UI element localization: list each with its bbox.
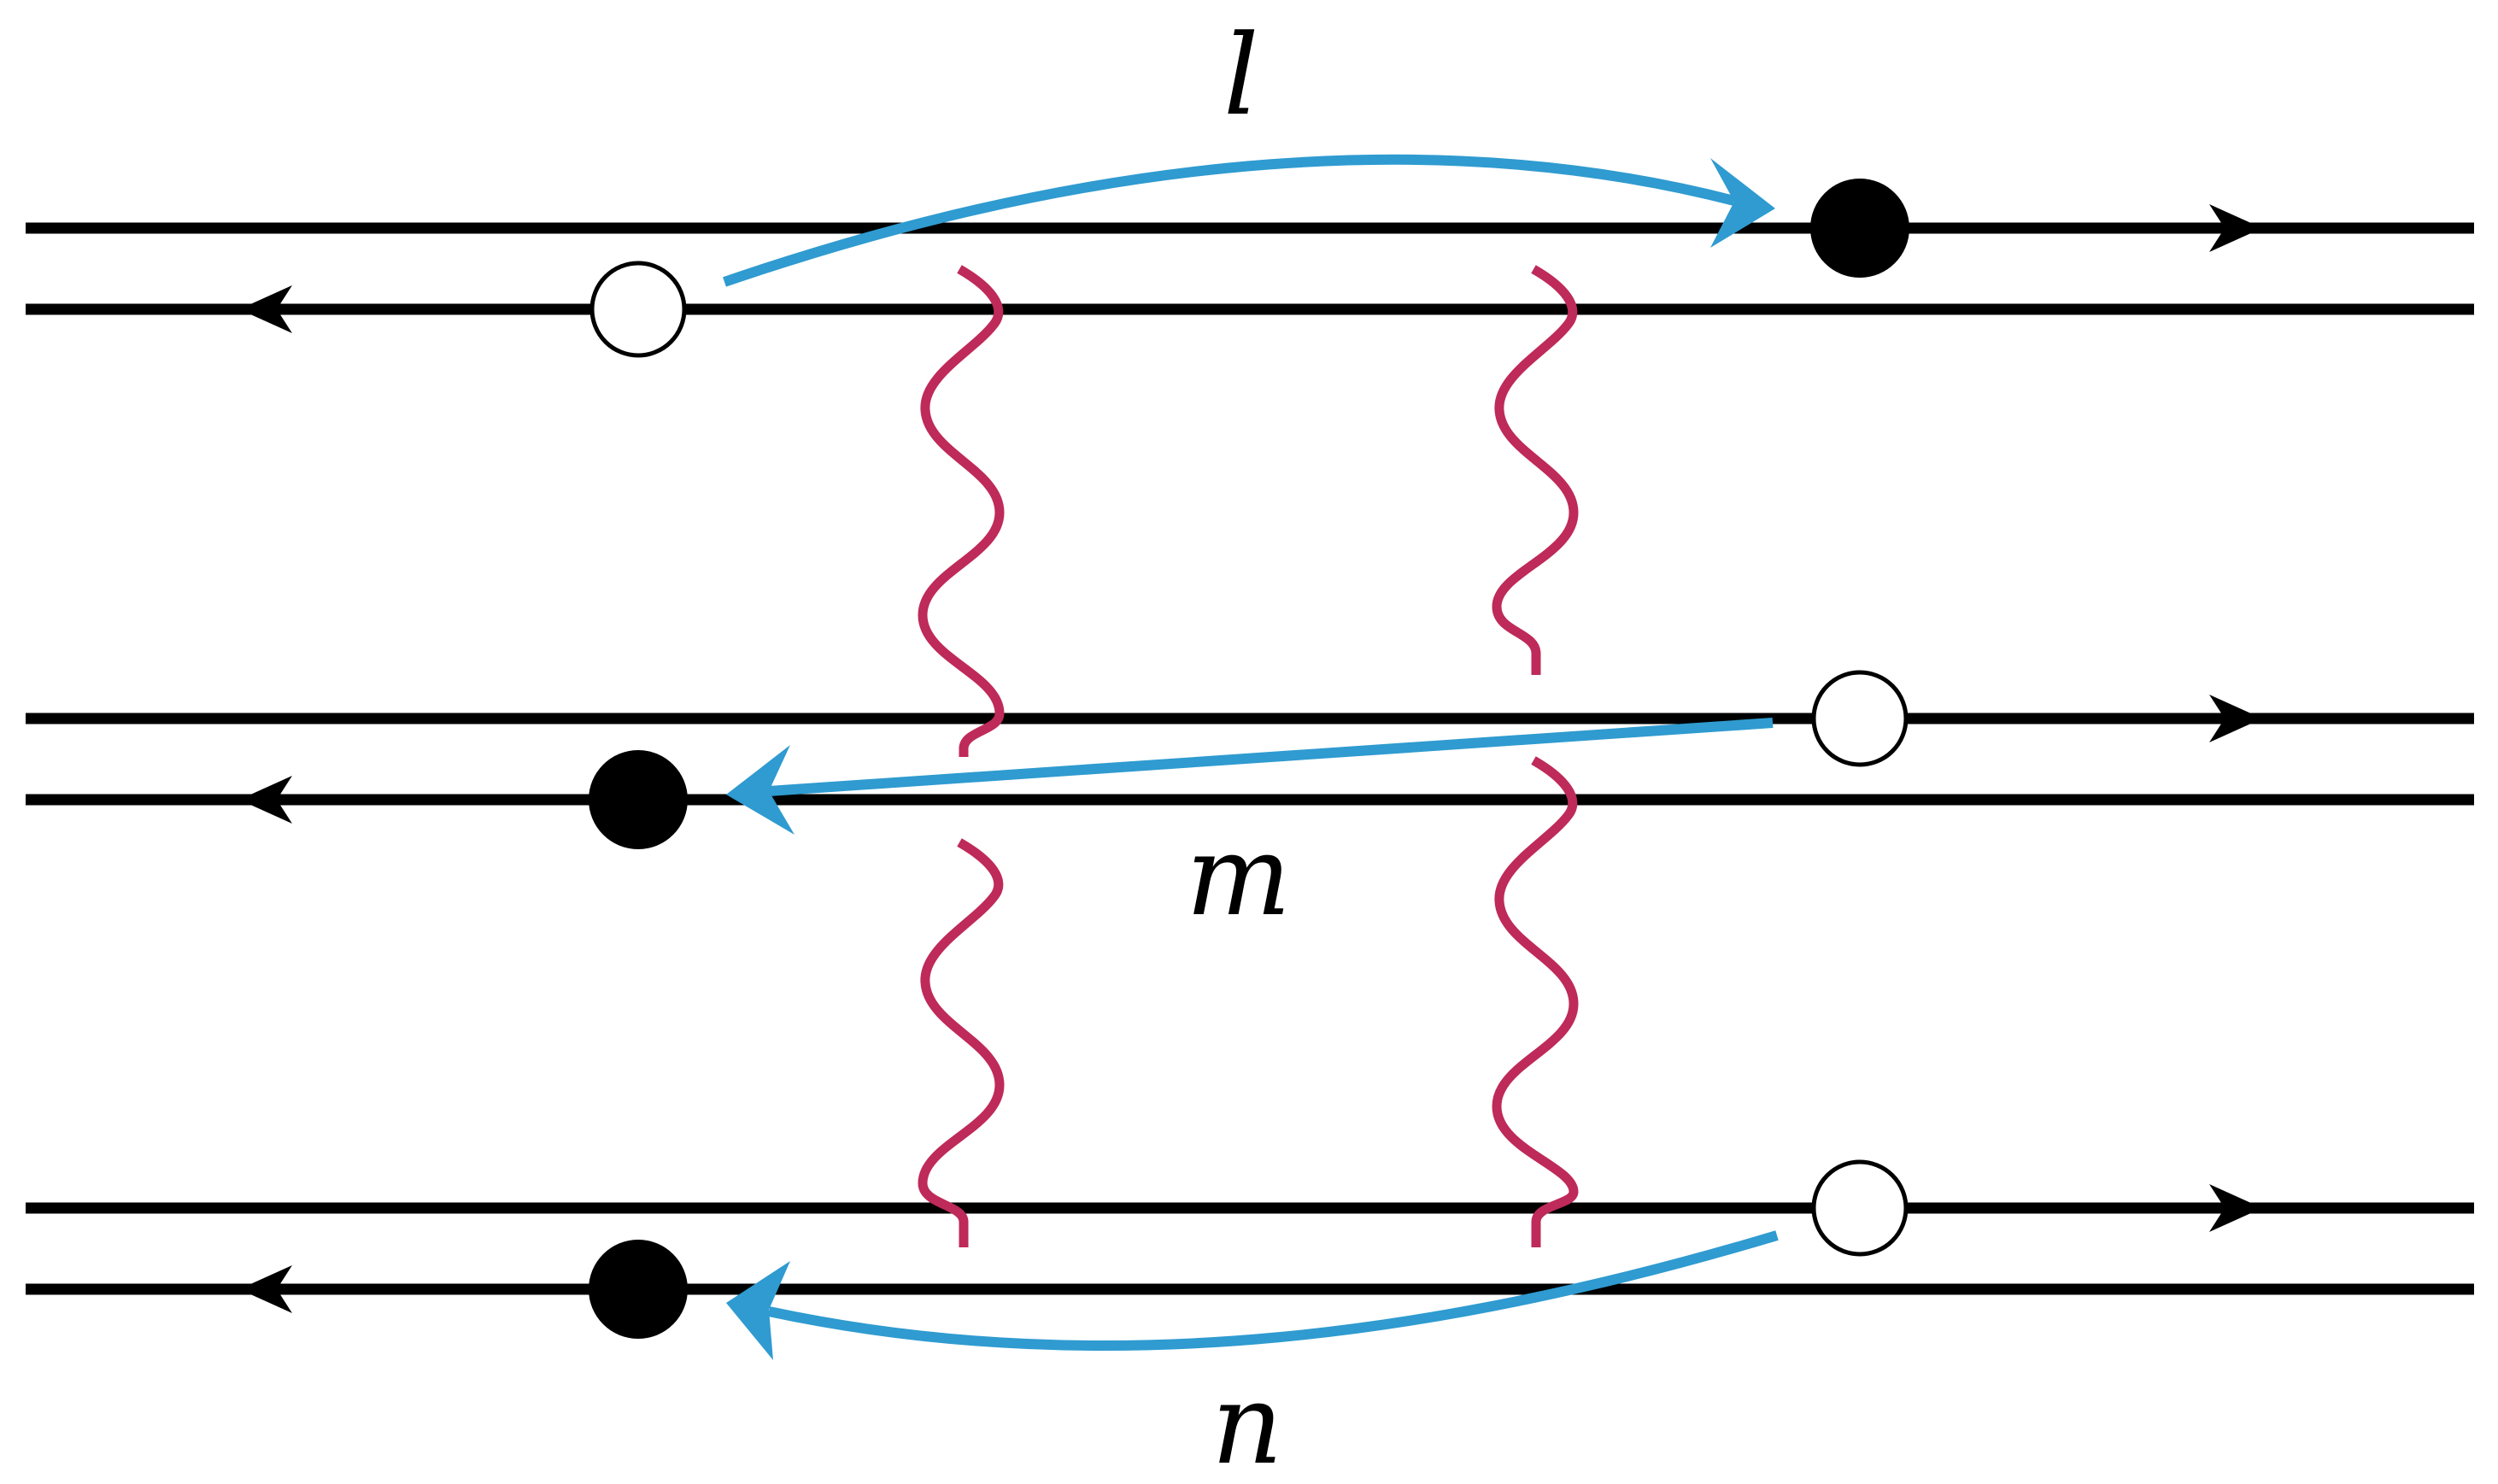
vertices bbox=[589, 179, 1909, 1339]
transfer-arrow-l bbox=[723, 154, 1736, 287]
propagator-pair-middle bbox=[26, 695, 2474, 824]
label-l: l bbox=[1223, 10, 1259, 140]
transfer-arrows bbox=[723, 154, 1779, 1360]
wavy-line-left-lower bbox=[918, 838, 1005, 1247]
arrowhead-m-icon bbox=[726, 745, 795, 835]
wavy-line-right-lower bbox=[1492, 756, 1579, 1247]
label-m: m bbox=[1186, 811, 1291, 941]
propagator-pair-bottom bbox=[26, 1184, 2474, 1313]
interaction-lines-left bbox=[918, 265, 1005, 1247]
right-arrow-icon bbox=[2209, 695, 2262, 742]
left-arrow-icon bbox=[239, 1265, 292, 1313]
wavy-line-left-upper bbox=[918, 265, 1005, 757]
transfer-arrow-m bbox=[768, 718, 1774, 796]
filled-vertex-bottom-left bbox=[589, 1240, 688, 1339]
open-vertex-top-left bbox=[589, 261, 687, 358]
propagator-pair-top bbox=[26, 204, 2474, 333]
filled-vertex-middle-left bbox=[589, 750, 688, 849]
open-vertex-middle-right bbox=[1811, 670, 1909, 767]
right-arrow-icon bbox=[2209, 1184, 2262, 1232]
arrowhead-l-icon bbox=[1710, 158, 1775, 248]
wavy-line-right-upper bbox=[1492, 265, 1579, 675]
transfer-arrow-n bbox=[767, 1230, 1779, 1352]
right-arrow-icon bbox=[2209, 204, 2262, 252]
arrowhead-n-icon bbox=[726, 1261, 790, 1360]
open-vertex-bottom-right bbox=[1811, 1159, 1909, 1257]
left-arrow-icon bbox=[239, 285, 292, 333]
left-arrow-icon bbox=[239, 776, 292, 824]
label-n: n bbox=[1211, 1359, 1283, 1484]
interaction-lines-right bbox=[1492, 265, 1579, 1247]
filled-vertex-top-right bbox=[1810, 179, 1909, 278]
